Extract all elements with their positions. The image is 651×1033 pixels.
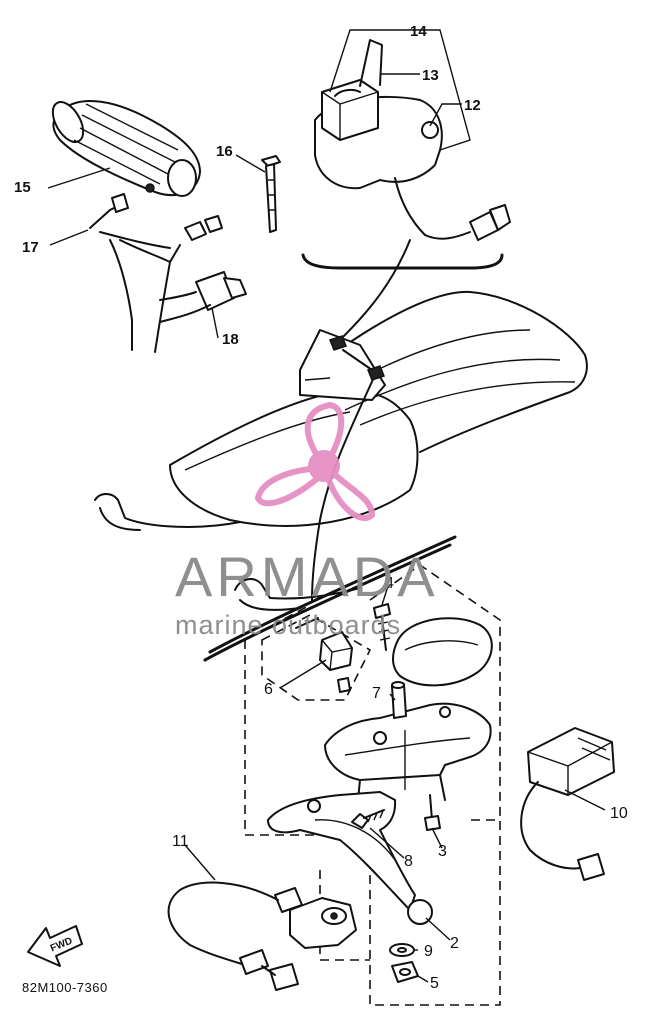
callout-9: 9	[424, 943, 433, 960]
part-4-screw	[373, 603, 391, 651]
callout-16: 16	[216, 143, 233, 160]
wire-harness	[311, 239, 411, 601]
control-unit	[520, 727, 615, 881]
callout-8: 8	[404, 853, 413, 870]
part-9-washer	[389, 943, 415, 957]
callout-labels: 14 13 12 15 16 17 18 4 6 7 3 8 10 11 2 9…	[14, 23, 628, 992]
diagram-code: 82M100-7360	[22, 980, 108, 995]
callout-13: 13	[422, 67, 439, 84]
part-3-bolt	[424, 794, 441, 831]
watermark-tagline: marine outboards	[175, 610, 401, 640]
callout-7: 7	[372, 685, 381, 702]
part-6-switch	[295, 617, 353, 693]
throttle-lever-holder	[324, 702, 492, 801]
watermark-brand: ARMADA	[175, 545, 439, 608]
heater-switch-assembly	[301, 39, 511, 270]
armada-watermark: ARMADA marine outboards	[175, 401, 439, 640]
callout-17: 17	[22, 239, 39, 256]
callout-10: 10	[610, 805, 628, 822]
callout-3: 3	[438, 843, 447, 860]
heated-handle-grip	[51, 100, 201, 197]
holder-cap	[392, 617, 493, 687]
callout-15: 15	[14, 179, 31, 196]
callout-12: 12	[464, 97, 481, 114]
callout-5: 5	[430, 975, 439, 992]
part-5-nut	[391, 961, 419, 983]
callout-11: 11	[172, 833, 189, 850]
part-7-collar	[391, 681, 407, 719]
grip-wire-leads	[89, 193, 223, 353]
callout-2: 2	[450, 935, 459, 952]
throttle-position-sensor	[167, 881, 357, 991]
callout-4: 4	[385, 575, 394, 592]
callout-leaders	[47, 29, 606, 983]
callout-18: 18	[222, 331, 239, 348]
part-8-bolt	[351, 809, 385, 829]
callout-14: 14	[410, 23, 427, 40]
fwd-arrow-badge: FWD	[27, 925, 83, 967]
snowmobile-outline	[94, 290, 588, 662]
callout-6: 6	[264, 681, 273, 698]
cable-band	[261, 155, 281, 233]
propeller-logo	[254, 401, 376, 522]
heater-toggle-switch	[159, 271, 247, 323]
